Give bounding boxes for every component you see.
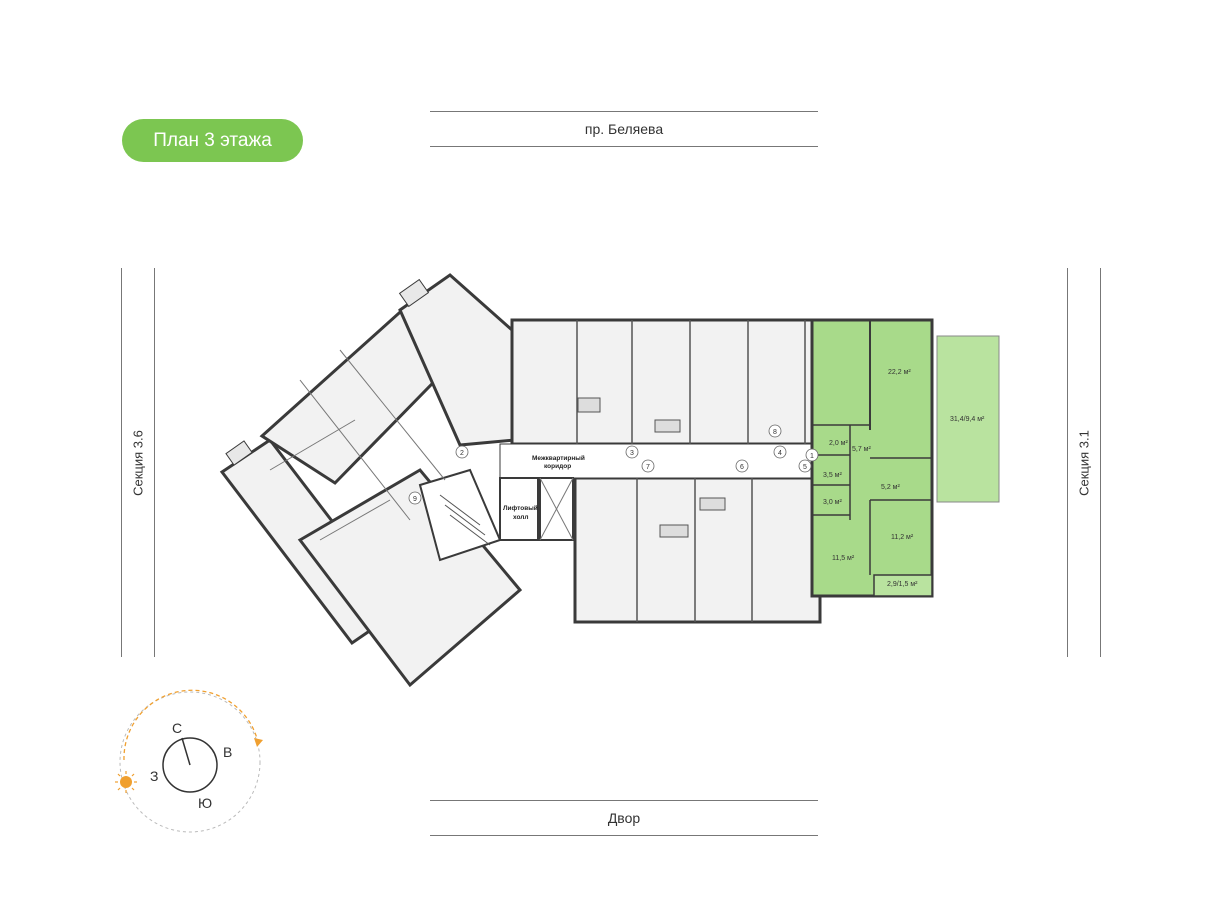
- area-label-2: 31,4/9,4 м²: [950, 416, 985, 423]
- entrance-number: 9: [413, 496, 417, 503]
- street-top-text: пр. Беляева: [584, 121, 664, 137]
- compass-north-label: С: [172, 720, 182, 736]
- area-label-3: 2,0 м²: [829, 440, 848, 447]
- street-top-label: пр. Беляева: [430, 111, 818, 147]
- area-label-7: 3,0 м²: [823, 499, 842, 506]
- section-right-marker: Секция 3.1: [1067, 268, 1101, 657]
- entrance-number: 7: [646, 464, 650, 471]
- sun-path-arrow-icon: [254, 738, 263, 747]
- area-label-8: 11,2 м²: [891, 534, 914, 541]
- entrance-number: 4: [778, 450, 782, 457]
- area-label-6: 5,2 м²: [881, 484, 900, 491]
- highlighted-apartment: [810, 318, 1000, 598]
- sun-rays-icon: [115, 771, 137, 793]
- lift-hall-label-2: холл: [513, 514, 529, 521]
- area-label-4: 5,7 м²: [852, 446, 871, 453]
- compass-east-label: В: [223, 744, 232, 760]
- area-label-9: 11,5 м²: [832, 555, 855, 562]
- entrance-number: 6: [740, 464, 744, 471]
- floor-plan-title: План 3 этажа: [122, 119, 303, 162]
- compass-south-label: Ю: [198, 795, 212, 811]
- entrance-number: 3: [630, 450, 634, 457]
- sun-icon: [120, 776, 132, 788]
- street-bottom-text: Двор: [607, 810, 641, 826]
- area-label-1: 22,2 м²: [888, 369, 911, 376]
- left-wing: [219, 273, 523, 688]
- compass: С В Ю З: [115, 689, 263, 833]
- compass-west-label: З: [150, 768, 158, 784]
- entrance-number: 2: [460, 450, 464, 457]
- entrance-markers: 2 3 4 5 6 7 8 9 1: [408, 424, 819, 505]
- lift-hall-label: Лифтовый: [503, 504, 538, 512]
- street-bottom-label: Двор: [430, 800, 818, 836]
- entrance-number: 5: [803, 464, 807, 471]
- area-label-10: 2,9/1,5 м²: [887, 581, 918, 588]
- area-label-5: 3,5 м²: [823, 472, 842, 479]
- corridor-label-2: коридор: [544, 463, 571, 470]
- section-left-marker: Секция 3.6: [121, 268, 155, 657]
- entrance-number: 1: [810, 453, 814, 460]
- compass-needle-icon: [181, 737, 191, 766]
- entrance-number: 8: [773, 429, 777, 436]
- corridor-label: Межквартирный: [532, 454, 585, 462]
